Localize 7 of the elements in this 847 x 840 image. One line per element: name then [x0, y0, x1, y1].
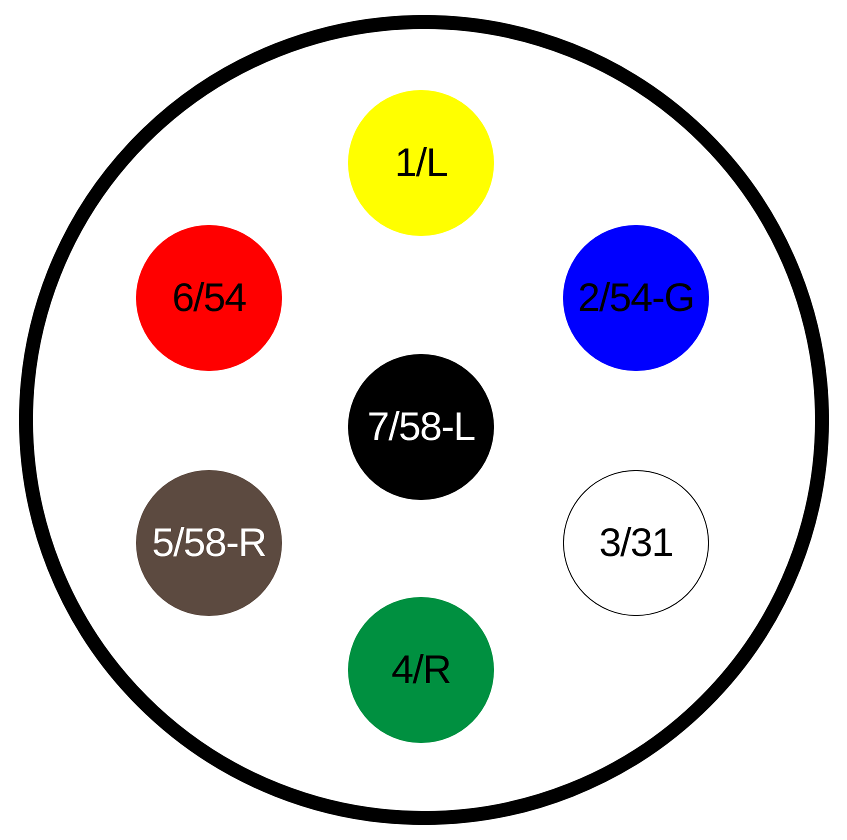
- pin-socket: 5/58-R: [136, 470, 282, 616]
- pin-socket: 2/54-G: [563, 225, 709, 371]
- pin-socket: 1/L: [348, 90, 494, 236]
- pin-socket: 7/58-L: [348, 354, 494, 500]
- pin-socket: 3/31: [563, 470, 709, 616]
- pin-socket: 6/54: [136, 225, 282, 371]
- pin-socket: 4/R: [348, 597, 494, 743]
